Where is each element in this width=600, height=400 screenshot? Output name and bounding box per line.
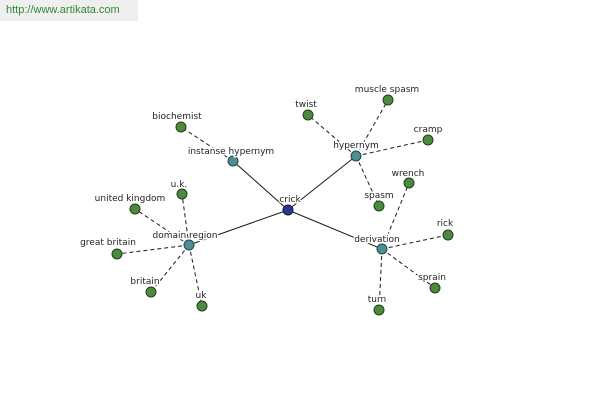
- node-britain[interactable]: [145, 286, 157, 298]
- node-biochemist[interactable]: [175, 121, 187, 133]
- edge-domain-region-united-kingdom: [134, 208, 190, 246]
- node-uk[interactable]: [196, 300, 208, 312]
- label-cramp[interactable]: cramp: [412, 124, 444, 137]
- label-derivation[interactable]: derivation: [353, 234, 402, 247]
- node-instance-hypernym[interactable]: [227, 155, 239, 167]
- edge-domain-region-uk: [188, 244, 203, 307]
- label-muscle-spasm[interactable]: muscle spasm: [353, 84, 420, 97]
- label-great-britain[interactable]: great britain: [79, 237, 138, 250]
- node-rick[interactable]: [442, 229, 454, 241]
- edge-domain-region-great-britain: [116, 244, 190, 255]
- edge-domain-region: [188, 209, 289, 246]
- node-twist[interactable]: [302, 109, 314, 121]
- graph-edges: [116, 99, 449, 311]
- edge-derivation-wrench: [381, 182, 410, 250]
- label-domain-region[interactable]: domain region: [151, 230, 219, 243]
- edge-instance-hypernym-biochemist: [180, 126, 234, 162]
- node-uk-dotted[interactable]: [176, 188, 188, 200]
- label-twist[interactable]: twist: [294, 99, 319, 112]
- edge-derivation-turn: [378, 248, 383, 311]
- node-derivation[interactable]: [376, 243, 388, 255]
- label-sprain[interactable]: sprain: [417, 272, 448, 285]
- edge-instance-hypernym: [232, 160, 289, 211]
- node-great-britain[interactable]: [111, 248, 123, 260]
- edge-derivation: [287, 209, 383, 250]
- node-hypernym[interactable]: [350, 150, 362, 162]
- node-spasm[interactable]: [373, 200, 385, 212]
- edge-domain-region-uk-dotted: [181, 193, 190, 246]
- label-turn[interactable]: turn: [366, 294, 387, 307]
- label-biochemist[interactable]: biochemist: [151, 111, 204, 124]
- node-cramp[interactable]: [422, 134, 434, 146]
- edge-hypernym-cramp: [355, 139, 429, 157]
- node-united-kingdom[interactable]: [129, 203, 141, 215]
- edge-hypernym-twist: [307, 114, 357, 157]
- graph-labels: crick instanse hypernym biochemist hypernym…: [79, 84, 456, 307]
- node-sprain[interactable]: [429, 282, 441, 294]
- node-wrench[interactable]: [403, 177, 415, 189]
- label-britain[interactable]: britain: [129, 276, 161, 289]
- node-crick[interactable]: [282, 204, 294, 216]
- node-turn[interactable]: [373, 304, 385, 316]
- label-instance-hypernym[interactable]: instanse hypernym: [186, 146, 275, 159]
- label-wrench[interactable]: wrench: [390, 168, 426, 181]
- label-spasm[interactable]: spasm: [363, 190, 395, 203]
- edge-hypernym-muscle-spasm: [355, 99, 389, 157]
- edge-domain-region-britain: [150, 244, 190, 293]
- label-crick[interactable]: crick: [278, 194, 303, 207]
- edge-derivation-rick: [381, 234, 449, 250]
- site-url[interactable]: http://www.artikata.com: [6, 4, 120, 16]
- graph-nodes: [111, 94, 454, 316]
- label-uk-dotted[interactable]: u.k.: [169, 179, 189, 192]
- edge-hypernym-spasm: [355, 155, 380, 207]
- label-rick[interactable]: rick: [435, 218, 455, 231]
- edge-hypernym: [287, 155, 357, 211]
- label-hypernym[interactable]: hypernym: [332, 140, 381, 153]
- edge-derivation-sprain: [381, 248, 436, 289]
- label-united-kingdom[interactable]: united kingdom: [93, 193, 167, 206]
- node-domain-region[interactable]: [183, 239, 195, 251]
- node-muscle-spasm[interactable]: [382, 94, 394, 106]
- url-bar: http://www.artikata.com: [0, 0, 138, 21]
- label-uk[interactable]: uk: [194, 290, 209, 303]
